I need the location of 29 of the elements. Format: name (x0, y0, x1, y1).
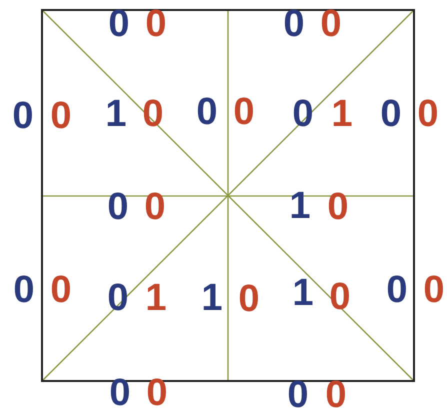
bit-digit: 1 (331, 95, 353, 133)
bit-digit: 0 (196, 93, 218, 131)
bit-digit: 0 (320, 5, 342, 43)
bit-digit: 0 (12, 97, 34, 135)
bit-digit: 0 (50, 97, 72, 135)
bit-digit: 1 (201, 279, 223, 317)
bit-digit: 0 (109, 374, 131, 412)
bit-digit: 0 (423, 271, 445, 309)
bit-digit: 0 (238, 280, 260, 318)
bit-digit: 0 (417, 95, 439, 133)
bit-digit: 0 (145, 5, 167, 43)
bit-digit: 1 (292, 274, 314, 312)
bit-digit: 1 (105, 95, 127, 133)
bit-digit: 0 (325, 376, 347, 414)
bit-digit: 0 (144, 188, 166, 226)
bit-digit: 0 (108, 5, 130, 43)
bit-digit: 0 (107, 188, 129, 226)
bit-digit: 0 (233, 93, 255, 131)
bit-digit: 0 (329, 278, 351, 316)
bit-digit: 0 (327, 188, 349, 226)
bit-digit: 0 (283, 5, 305, 43)
bit-digit: 0 (386, 271, 408, 309)
bit-digit: 1 (289, 187, 311, 225)
bit-digit: 0 (287, 376, 309, 414)
bit-digit: 0 (13, 271, 35, 309)
bit-digit: 0 (380, 95, 402, 133)
bit-digit: 0 (50, 271, 72, 309)
bit-digit: 1 (145, 279, 167, 317)
bit-digit: 0 (146, 374, 168, 412)
